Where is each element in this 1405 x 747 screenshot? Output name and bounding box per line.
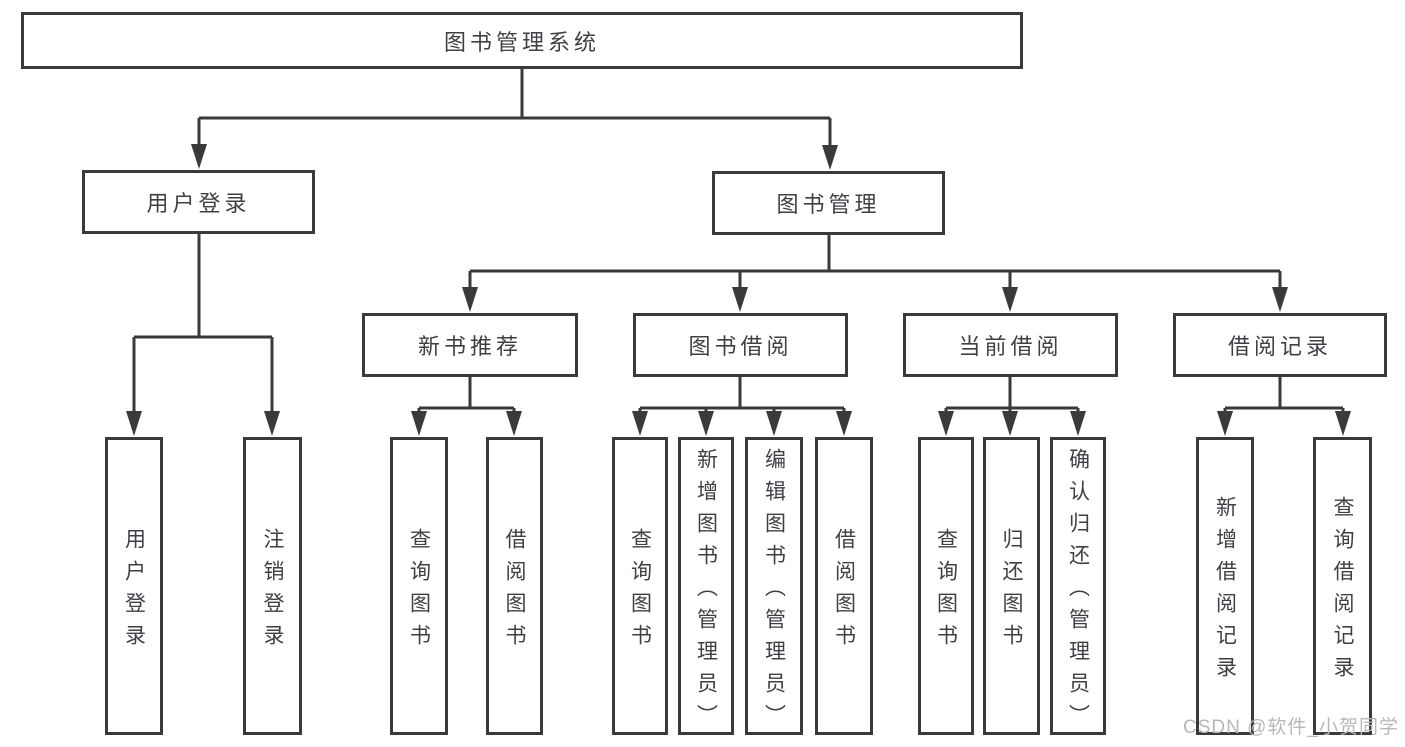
leaf-add-borrow-record: 新增借阅记录 xyxy=(1196,437,1254,735)
node-new-book-recommend: 新书推荐 xyxy=(362,313,578,377)
arrowhead xyxy=(732,287,748,312)
arrowhead xyxy=(1002,411,1018,436)
leaf-borrow-books-2: 借阅图书 xyxy=(815,437,873,735)
leaf-query-books-1: 查询图书 xyxy=(390,437,448,735)
arrowhead xyxy=(836,411,852,436)
node-label: 查询借阅记录 xyxy=(1331,495,1354,688)
connector-root-to-level2 xyxy=(191,68,838,170)
arrowhead xyxy=(938,411,954,436)
connector-user-login-children xyxy=(126,233,280,436)
node-label: 图书借阅 xyxy=(688,334,793,359)
node-label: 用户登录 xyxy=(122,527,146,656)
leaf-edit-book-admin: 编辑图书（管理员） xyxy=(745,437,803,736)
node-label: 当前借阅 xyxy=(958,334,1063,359)
leaf-logout: 注销登录 xyxy=(243,437,302,735)
node-label: 用户登录 xyxy=(146,191,251,216)
node-user-login: 用户登录 xyxy=(82,170,315,234)
node-label: 新书推荐 xyxy=(417,334,522,359)
arrowhead xyxy=(264,411,280,436)
csdn-watermark: CSDN @软件_小贺同学 xyxy=(1183,717,1399,738)
node-label: 查询图书 xyxy=(628,527,652,656)
node-book-borrowing: 图书借阅 xyxy=(633,313,848,377)
arrowhead xyxy=(191,144,207,169)
arrowhead xyxy=(1070,411,1086,436)
arrowhead xyxy=(126,411,142,436)
connector-records-children xyxy=(1217,377,1351,436)
connector-current-borrow-children xyxy=(938,377,1086,436)
leaf-query-books-3: 查询图书 xyxy=(918,437,974,735)
node-label: 新增图书（管理员） xyxy=(694,447,718,736)
arrowhead xyxy=(506,411,522,436)
leaf-query-borrow-record: 查询借阅记录 xyxy=(1313,437,1372,735)
arrowhead xyxy=(462,287,478,312)
arrowhead xyxy=(1217,411,1233,436)
node-label: 归还图书 xyxy=(1000,527,1023,656)
arrowhead xyxy=(1335,411,1351,436)
leaf-add-book-admin: 新增图书（管理员） xyxy=(678,437,734,736)
arrowhead xyxy=(632,411,648,436)
node-label: 借阅图书 xyxy=(503,527,526,656)
node-label: 借阅记录 xyxy=(1227,334,1332,359)
leaf-query-books-2: 查询图书 xyxy=(612,437,668,735)
leaf-user-login: 用户登录 xyxy=(105,437,163,735)
node-label: 借阅图书 xyxy=(832,527,856,656)
connector-book-mgmt-children xyxy=(462,234,1288,312)
node-label: 查询图书 xyxy=(934,527,958,656)
node-label: 确认归还（管理员） xyxy=(1066,447,1090,736)
node-label: 编辑图书（管理员） xyxy=(762,447,786,736)
leaf-return-book: 归还图书 xyxy=(983,437,1040,735)
node-book-management: 图书管理 xyxy=(712,171,945,235)
node-label: 新增借阅记录 xyxy=(1213,495,1237,688)
leaf-borrow-books-1: 借阅图书 xyxy=(486,437,543,735)
node-current-borrowing: 当前借阅 xyxy=(903,313,1118,377)
arrowhead xyxy=(1002,287,1018,312)
arrowhead xyxy=(822,145,838,170)
node-label: 注销登录 xyxy=(261,527,284,656)
arrowhead xyxy=(698,411,714,436)
arrowhead xyxy=(411,411,427,436)
node-borrow-records: 借阅记录 xyxy=(1173,313,1387,377)
leaf-confirm-return-admin: 确认归还（管理员） xyxy=(1050,437,1106,736)
arrowhead xyxy=(766,411,782,436)
arrowhead xyxy=(1272,287,1288,312)
connector-book-borrow-children xyxy=(632,377,852,436)
node-label: 图书管理系统 xyxy=(443,29,600,55)
node-label: 查询图书 xyxy=(407,527,431,656)
node-label: 图书管理 xyxy=(776,192,881,217)
connector-new-book-children xyxy=(411,377,522,436)
node-root-library-system: 图书管理系统 xyxy=(21,12,1023,69)
